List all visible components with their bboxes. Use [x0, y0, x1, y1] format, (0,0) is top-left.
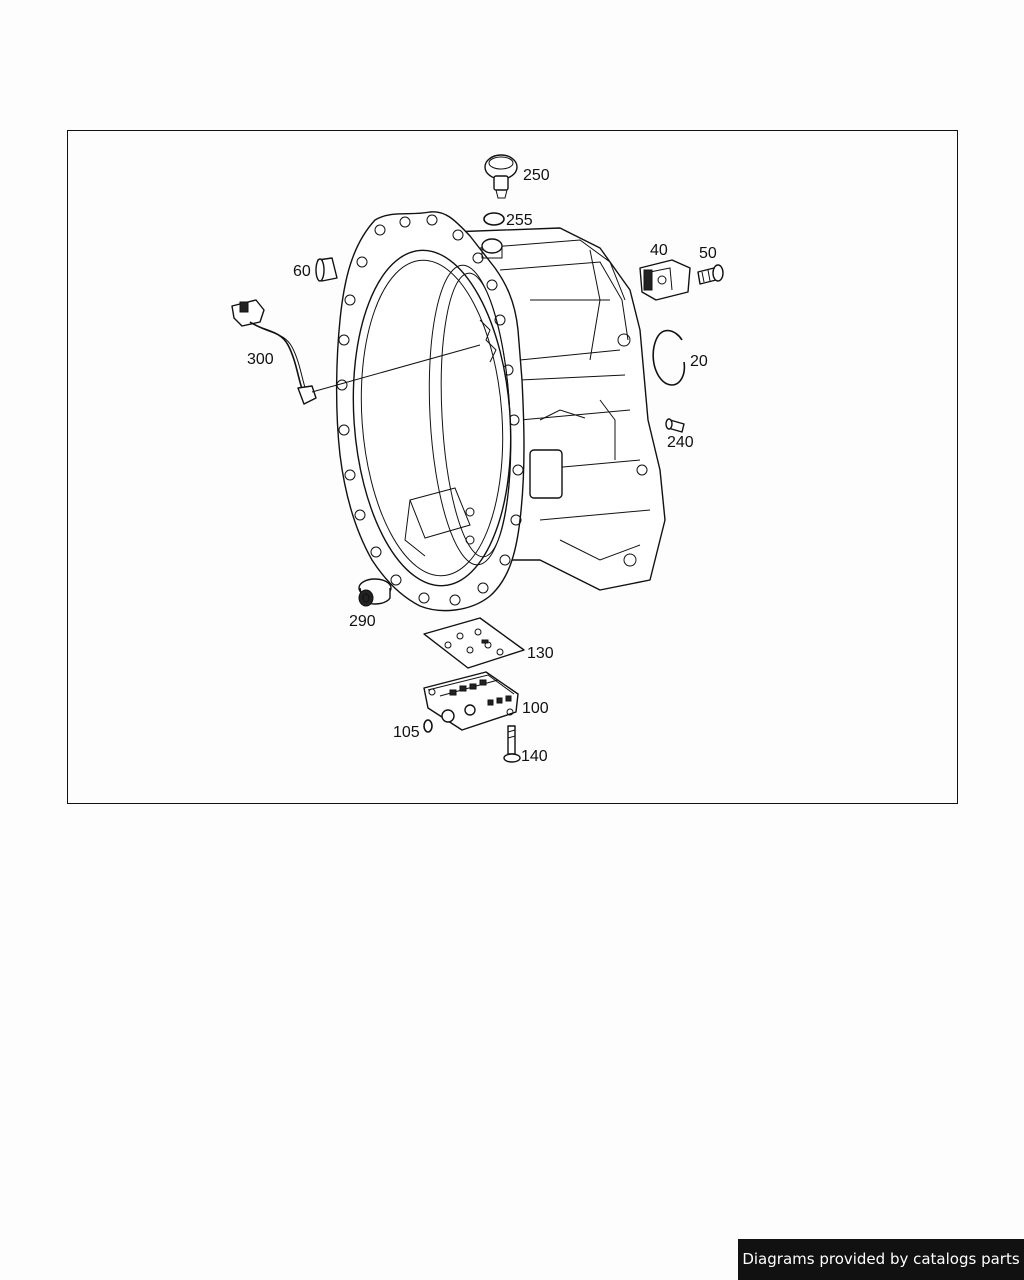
- part-140-bolt: [503, 725, 521, 763]
- part-100-valve-body: [423, 671, 519, 731]
- part-240-pin: [665, 418, 685, 433]
- callout-240: 240: [667, 434, 694, 451]
- callout-130: 130: [527, 645, 554, 662]
- part-130-gasket-plate: [423, 617, 525, 669]
- part-50-screw: [697, 264, 724, 285]
- part-40-connector: [639, 259, 691, 301]
- callout-100: 100: [522, 700, 549, 717]
- callout-60: 60: [293, 263, 311, 280]
- housing-part: [335, 211, 666, 612]
- part-105-o-ring: [423, 719, 433, 733]
- callout-50: 50: [699, 245, 717, 262]
- part-255-o-ring: [483, 212, 505, 226]
- callout-250: 250: [523, 167, 550, 184]
- callout-140: 140: [521, 748, 548, 765]
- callout-290: 290: [349, 613, 376, 630]
- callout-300: 300: [247, 351, 274, 368]
- callout-40: 40: [650, 242, 668, 259]
- part-60-sleeve: [315, 257, 338, 282]
- callout-105: 105: [393, 724, 420, 741]
- part-20-snap-ring: [652, 329, 686, 386]
- part-250-cap: [484, 154, 518, 199]
- credit-banner: Diagrams provided by catalogs parts: [738, 1239, 1024, 1280]
- part-300-sensor: [231, 299, 481, 405]
- callout-20: 20: [690, 353, 708, 370]
- part-290-plug: [358, 578, 392, 607]
- callout-255: 255: [506, 212, 533, 229]
